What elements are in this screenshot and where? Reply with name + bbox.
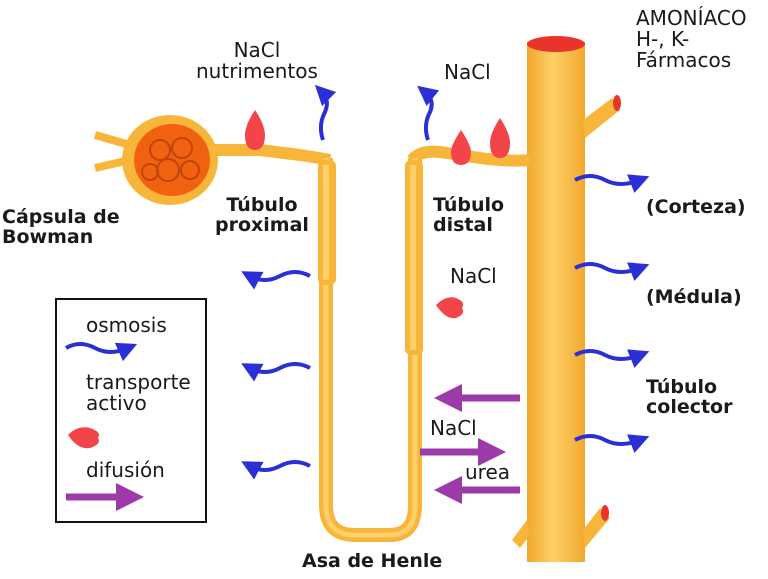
legend-diffusion-label: difusión xyxy=(86,458,165,482)
label-nacl-top: NaCl xyxy=(444,60,491,84)
osmosis-arrows xyxy=(241,84,650,480)
distal-connector xyxy=(407,145,531,167)
label-proximal-tubule: Túbulo proximal xyxy=(215,194,309,236)
loop-of-henle xyxy=(318,158,423,542)
label-nacl-diffusion: NaCl xyxy=(430,416,477,440)
bowman-capsule xyxy=(93,115,218,205)
label-nacl-distal: NaCl xyxy=(450,264,497,288)
label-bowman-capsule: Cápsula de Bowman xyxy=(2,206,120,248)
legend-active-transport-label: transporte activo xyxy=(86,370,191,415)
diffusion-arrows xyxy=(420,384,520,504)
legend-icons xyxy=(65,342,144,511)
label-medulla: (Médula) xyxy=(646,286,742,308)
label-loop-of-henle: Asa de Henle xyxy=(302,550,443,572)
collecting-duct xyxy=(512,36,621,562)
label-collecting-duct: Túbulo colector xyxy=(646,376,733,418)
label-cortex: (Corteza) xyxy=(646,196,746,218)
proximal-connector xyxy=(204,144,332,166)
label-urea: urea xyxy=(465,460,511,484)
legend xyxy=(55,298,207,523)
label-distal-tubule: Túbulo distal xyxy=(433,194,505,236)
label-ammonia-drugs: AMONÍACO H-, K- Fármacos xyxy=(636,6,747,72)
active-transport-drops xyxy=(245,110,510,319)
label-nacl-nutrients: NaCl nutrimentos xyxy=(196,38,318,83)
legend-osmosis-label: osmosis xyxy=(86,313,167,337)
